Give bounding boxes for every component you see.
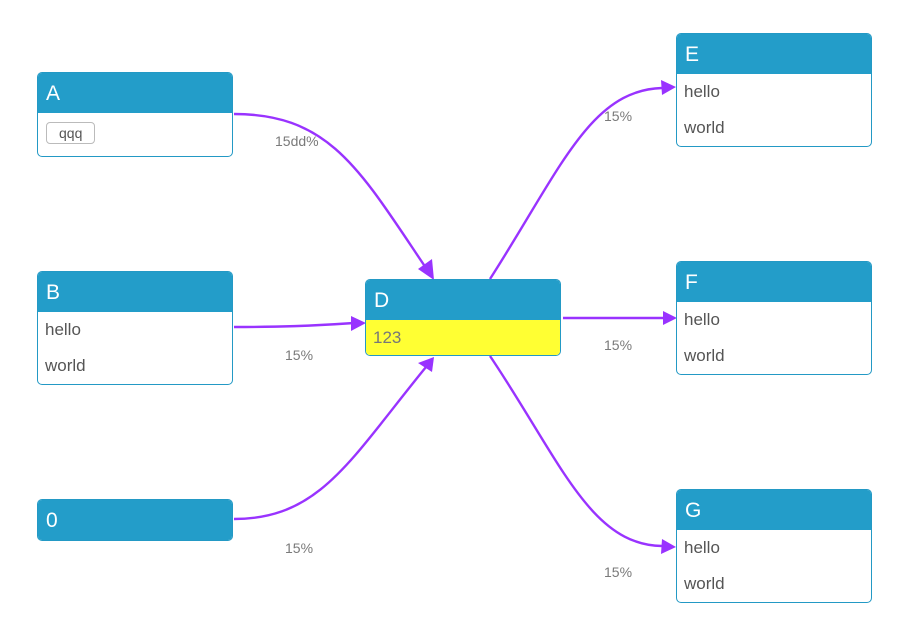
node-f-row-world: world	[684, 346, 725, 365]
node-b[interactable]: B hello world	[37, 271, 233, 385]
node-e-title: E	[677, 34, 871, 74]
edge-d-to-e[interactable]	[488, 86, 663, 280]
node-e[interactable]: E hello world	[676, 33, 872, 147]
node-0-title: 0	[38, 500, 232, 540]
node-e-row-hello: hello	[684, 82, 720, 101]
node-d-title: D	[366, 280, 560, 320]
node-0[interactable]: 0	[37, 499, 233, 541]
node-g-row-hello: hello	[684, 538, 720, 557]
edge-label-d-f: 15%	[604, 337, 633, 353]
edge-a-to-d[interactable]	[233, 112, 427, 269]
node-b-row-hello: hello	[45, 320, 81, 339]
edge-d-to-e-arrowhead	[661, 80, 676, 95]
node-g[interactable]: G hello world	[676, 489, 872, 603]
node-a[interactable]: A qqq	[37, 72, 233, 157]
node-b-title: B	[38, 272, 232, 312]
edge-b-to-d[interactable]	[233, 321, 355, 329]
edge-label-0-d: 15%	[285, 540, 314, 556]
node-e-row-world: world	[684, 118, 725, 137]
edge-label-d-g: 15%	[604, 564, 633, 580]
node-f[interactable]: F hello world	[676, 261, 872, 375]
edge-d-to-f-arrowhead	[663, 311, 677, 325]
node-f-row-hello: hello	[684, 310, 720, 329]
node-a-body: qqq	[38, 113, 232, 156]
edge-d-to-g-arrowhead	[661, 539, 676, 554]
edge-label-b-d: 15%	[285, 347, 314, 363]
node-g-row-world: world	[684, 574, 725, 593]
node-a-tag[interactable]: qqq	[46, 122, 96, 144]
edge-0-to-d-arrowhead	[418, 357, 434, 372]
edge-label-a-d: 15dd%	[275, 133, 319, 149]
edge-d-to-g[interactable]	[489, 355, 663, 548]
node-f-title: F	[677, 262, 871, 302]
node-d-row-value: 123	[366, 320, 560, 355]
edge-0-to-d[interactable]	[233, 366, 427, 521]
edge-b-to-d-arrowhead	[351, 316, 366, 331]
edge-a-to-d-arrowhead	[418, 259, 434, 280]
node-a-title: A	[38, 73, 232, 113]
node-b-row-world: world	[45, 356, 86, 375]
node-d[interactable]: D 123	[365, 279, 561, 356]
node-g-title: G	[677, 490, 871, 530]
edge-label-d-e: 15%	[604, 108, 633, 124]
